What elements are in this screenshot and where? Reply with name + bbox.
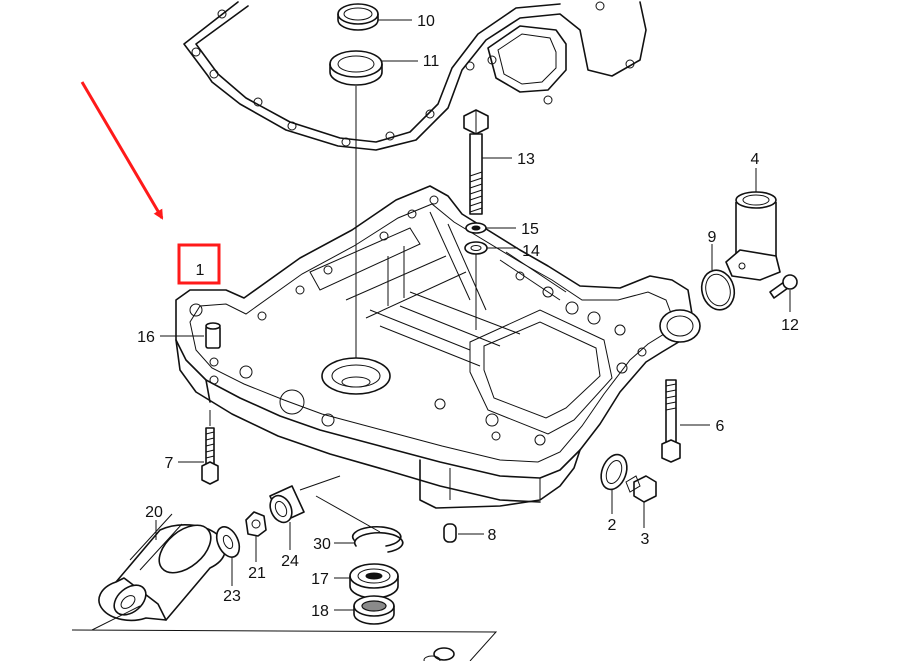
- gasket-ring-2: [600, 453, 628, 491]
- label-8: 8: [488, 527, 497, 544]
- screw-12: [769, 274, 798, 299]
- label-15: 15: [521, 221, 539, 238]
- seal-18: [353, 595, 395, 625]
- part-labels: 1 2 3 4 6 7 8 9 10 11 12 13 14 15 16 17 …: [137, 13, 799, 620]
- red-arrow-icon: [80, 81, 164, 220]
- label-9: 9: [708, 229, 717, 246]
- washer-15: [465, 222, 487, 234]
- bottom-partial-part: [423, 647, 455, 661]
- washer-14: [464, 241, 488, 255]
- bolt-7: [201, 427, 219, 485]
- label-11: 11: [423, 53, 440, 70]
- dowel-pin-16: [205, 322, 221, 349]
- label-24: 24: [281, 553, 299, 570]
- oil-pan: [175, 185, 701, 509]
- label-18: 18: [311, 603, 329, 620]
- bearing-17: [349, 563, 399, 599]
- label-21: 21: [248, 565, 266, 582]
- label-6: 6: [716, 418, 725, 435]
- label-12: 12: [781, 317, 799, 334]
- label-1: 1: [196, 262, 205, 279]
- label-30: 30: [313, 536, 331, 553]
- dowel-8: [443, 523, 457, 543]
- label-14: 14: [522, 243, 540, 260]
- highlight-box: [177, 243, 221, 285]
- label-7: 7: [165, 455, 174, 472]
- o-ring-9: [700, 269, 736, 311]
- washer-23: [215, 526, 241, 558]
- oil-filter-20: [98, 513, 227, 622]
- bolt-6: [661, 379, 681, 463]
- label-16: 16: [137, 329, 155, 346]
- label-17: 17: [311, 571, 329, 588]
- nut-21: [245, 511, 267, 537]
- oil-seal-11: [329, 50, 383, 86]
- drain-plug-3: [625, 475, 657, 503]
- label-2: 2: [608, 517, 617, 534]
- gasket: [183, 1, 647, 151]
- circlip-30: [351, 526, 404, 553]
- label-10: 10: [417, 13, 435, 30]
- sleeve-24: [269, 485, 305, 524]
- outlet-pipe-4: [725, 191, 781, 281]
- label-20: 20: [145, 504, 163, 521]
- label-3: 3: [641, 531, 650, 548]
- oil-seal-10: [337, 3, 379, 31]
- label-13: 13: [517, 151, 535, 168]
- bolt-13: [463, 109, 489, 215]
- label-23: 23: [223, 588, 241, 605]
- label-4: 4: [751, 151, 760, 168]
